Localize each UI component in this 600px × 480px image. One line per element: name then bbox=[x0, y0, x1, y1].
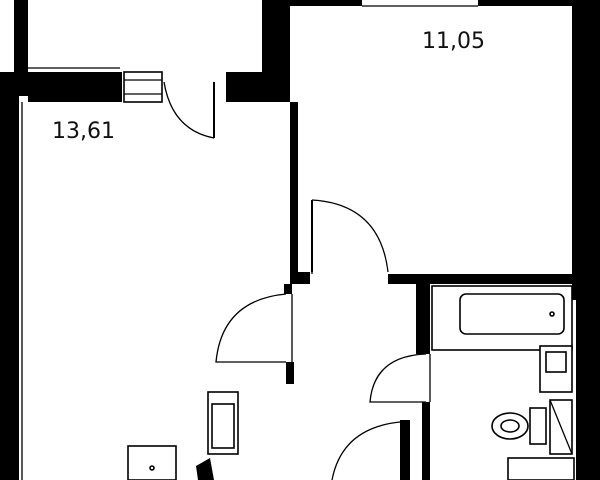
wall-corridor-stub-b bbox=[286, 362, 294, 384]
bathroom-fixtures bbox=[431, 285, 575, 480]
bathtub-inner bbox=[459, 293, 565, 335]
wall-center-top bbox=[262, 0, 290, 102]
toilet-tank bbox=[529, 407, 547, 445]
cabinet-corridor-inner bbox=[211, 403, 235, 449]
washbasin-inner bbox=[545, 351, 567, 373]
room-labels: 13,61 11,05 bbox=[52, 29, 485, 144]
area-label-left: 13,61 bbox=[52, 119, 115, 144]
door-swing-bath bbox=[369, 353, 427, 403]
door-swing-lower bbox=[331, 421, 401, 480]
door-swing-bedroom bbox=[311, 199, 389, 273]
wall-corridor-stub-a bbox=[284, 284, 292, 294]
doors bbox=[123, 71, 427, 480]
wall-center-right-lip bbox=[290, 0, 362, 6]
wall-left-stripe bbox=[14, 96, 19, 480]
cabinet-lower-right bbox=[507, 457, 575, 480]
wall-top-segment-a bbox=[28, 72, 122, 102]
door-frame-top bbox=[123, 71, 163, 103]
area-label-right: 11,05 bbox=[422, 29, 485, 54]
toilet-inner bbox=[500, 419, 520, 433]
wall-bath-left bbox=[416, 284, 430, 354]
door-swing-corridor bbox=[215, 293, 287, 363]
pipe-riser-line bbox=[549, 399, 573, 455]
wall-right-exterior bbox=[572, 0, 600, 300]
wall-right-lower bbox=[576, 300, 600, 480]
door-swing-top bbox=[163, 81, 215, 139]
stair-detail bbox=[196, 458, 214, 480]
sink-drain bbox=[149, 465, 155, 471]
sink-unit bbox=[127, 445, 177, 480]
wall-top-right-lip bbox=[478, 0, 600, 6]
wall-left-exterior bbox=[0, 72, 14, 480]
wall-partition-mid bbox=[290, 102, 298, 272]
kitchen-fixtures bbox=[127, 391, 239, 480]
wall-corridor-stub-c bbox=[400, 420, 410, 480]
bathtub-drain bbox=[549, 311, 555, 317]
wall-bedroom-bottom bbox=[388, 274, 576, 284]
wall-partition-corner bbox=[290, 272, 310, 284]
wall-bath-left-low bbox=[422, 402, 430, 480]
